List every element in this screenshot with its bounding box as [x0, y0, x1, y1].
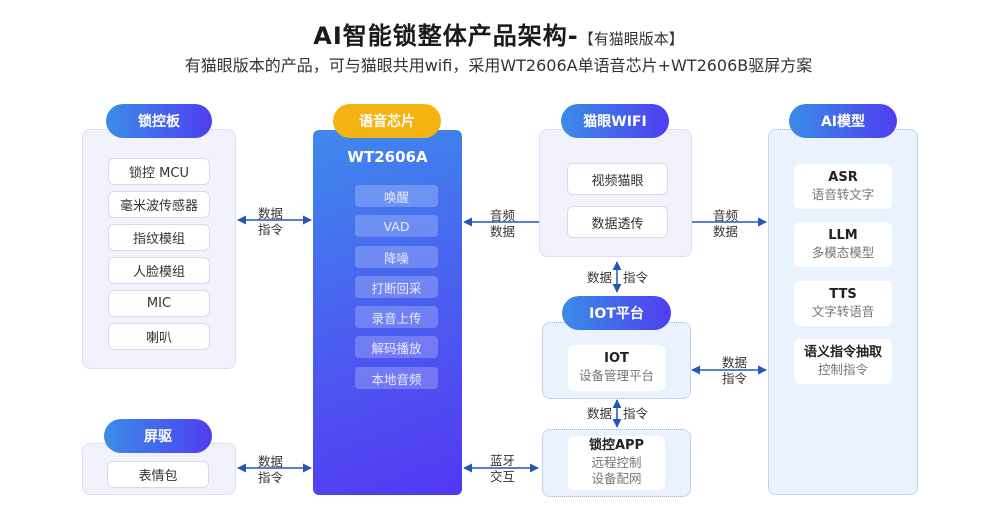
ai-card-sub: 文字转语音 [811, 303, 875, 319]
voice-chip-panel: WT2606A 唤醒 VAD 降噪 打断回采 录音上传 解码播放 本地音频 [313, 130, 462, 495]
label-wifi-ai: 音频 数据 [713, 208, 738, 239]
label-iot-app-left: 数据 [587, 406, 613, 421]
iot-card: IOT 设备管理平台 [568, 345, 665, 391]
ai-card-sub: 语音转文字 [811, 186, 875, 202]
label-iot-ai: 数据 指令 [722, 355, 747, 386]
chip-feature: VAD [355, 215, 438, 237]
iot-card-title: IOT [604, 351, 629, 367]
label-line: 数据 [258, 206, 284, 221]
lock-app-card: 锁控APP 远程控制 设备配网 [568, 436, 665, 490]
label-line: 指令 [258, 221, 284, 237]
cateye-item: 数据透传 [567, 206, 668, 238]
label-line: 数据 [713, 223, 739, 239]
iot-card-sub: 设备管理平台 [578, 368, 654, 384]
subtitle: 有猫眼版本的产品，可与猫眼共用wifi，采用WT2606A单语音芯片+WT260… [184, 56, 813, 75]
label-iot-app-right: 指令 [623, 406, 649, 421]
chip-feature: 降噪 [355, 246, 438, 268]
ai-card-title: 语义指令抽取 [803, 344, 882, 360]
voice-chip-header: 语音芯片 [333, 104, 441, 138]
label-line: 蓝牙 [490, 453, 516, 468]
label-line: 音频 [490, 208, 516, 223]
lock-app-line: 设备配网 [591, 471, 642, 487]
chip-feature: 录音上传 [355, 306, 438, 328]
cateye-item: 视频猫眼 [567, 163, 668, 195]
lock-board-header: 锁控板 [106, 104, 212, 138]
title-tag: 【有猫眼版本】 [578, 30, 684, 48]
lock-board-item: MIC [108, 290, 210, 317]
ai-card-title: ASR [828, 169, 858, 185]
chip-feature: 本地音频 [355, 367, 438, 389]
ai-model-card: 语义指令抽取 控制指令 [794, 339, 892, 384]
iot-platform-header: IOT平台 [562, 296, 671, 330]
label-line: 指令 [258, 469, 284, 485]
screen-driver-item: 表情包 [107, 461, 209, 488]
label-chip-app: 蓝牙 交互 [490, 453, 515, 484]
label-chip-wifi: 音频 数据 [490, 208, 515, 239]
ai-model-card: ASR 语音转文字 [794, 164, 892, 209]
lock-board-item: 喇叭 [108, 323, 210, 350]
chip-feature: 打断回采 [355, 276, 438, 298]
label-screen-chip: 数据 指令 [258, 454, 283, 485]
label-wifi-iot-left: 数据 [587, 270, 613, 285]
label-line: 数据 [490, 223, 516, 239]
chip-feature: 解码播放 [355, 336, 438, 358]
label-line: 交互 [490, 468, 516, 484]
ai-model-card: TTS 文字转语音 [794, 281, 892, 326]
lock-app-line: 远程控制 [591, 455, 642, 471]
lock-board-item: 人脸模组 [108, 257, 210, 284]
label-wifi-iot-right: 指令 [623, 270, 649, 285]
ai-model-card: LLM 多模态模型 [794, 222, 892, 267]
ai-card-sub: 控制指令 [817, 361, 868, 377]
chip-model: WT2606A [347, 148, 428, 166]
chip-feature: 唤醒 [355, 185, 438, 207]
label-line: 数据 [258, 454, 284, 469]
title-text: AI智能锁整体产品架构- [313, 22, 579, 50]
lock-board-item: 指纹模组 [108, 224, 210, 251]
label-line: 数据 [722, 355, 748, 370]
label-lock-chip: 数据 指令 [258, 206, 283, 237]
ai-card-sub: 多模态模型 [811, 244, 875, 260]
cateye-wifi-header: 猫眼WIFI [561, 104, 669, 138]
screen-driver-header: 屏驱 [104, 419, 212, 453]
label-line: 音频 [713, 208, 739, 223]
label-line: 指令 [722, 370, 748, 386]
diagram-title: AI智能锁整体产品架构-【有猫眼版本】 [0, 16, 997, 51]
lock-board-item: 锁控 MCU [108, 158, 210, 185]
lock-board-item: 毫米波传感器 [108, 191, 210, 218]
ai-card-title: TTS [829, 286, 857, 302]
lock-app-title: 锁控APP [588, 438, 645, 454]
ai-card-title: LLM [828, 227, 858, 243]
ai-model-header: AI模型 [789, 104, 897, 138]
